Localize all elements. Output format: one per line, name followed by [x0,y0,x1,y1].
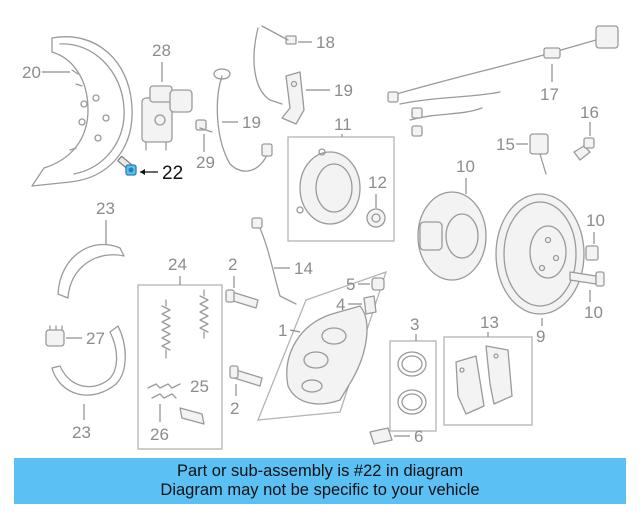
callout-7: 9 [536,327,545,346]
caliper-bolt-lower-part [229,365,263,387]
hold-down-spring-part [147,383,181,399]
bolt-29-part [195,119,213,133]
callout-26: 26 [150,425,169,444]
pad-wear-sensor-part [251,217,297,305]
callout-9: 10 [584,303,603,322]
caliper-bolt-upper-part [225,289,259,309]
caliper-group-box [256,270,388,421]
callout-13: 13 [480,313,499,332]
bolt-22-part[interactable] [117,156,137,176]
callout-6: 6 [414,427,423,446]
callout-16: 16 [580,103,599,122]
banner-line-1: Part or sub-assembly is #22 in diagram [176,462,464,480]
callout-3: 3 [410,315,419,334]
bolt-16-part [573,137,595,161]
callout-4: 4 [336,295,345,314]
callout-29: 29 [196,153,215,172]
callout-28: 28 [152,41,171,60]
brake-pads-part [455,345,513,415]
callout-8: 10 [586,211,605,230]
wheel-hub-part [417,191,487,281]
nut-12-part [366,208,386,228]
callout-12: 12 [368,173,387,192]
bleeder-cap-part [371,277,385,291]
pin-25-part [179,407,205,425]
callout-2-lower: 2 [230,399,239,418]
callout-19: 19 [334,81,353,100]
brake-bracket-part [281,71,305,125]
sensor-clip-part [369,427,393,445]
callout-21: 20 [22,63,41,82]
bolt-9-part [569,271,605,287]
brake-line-part [253,25,297,105]
callout-10: 10 [456,157,475,176]
return-spring-part [161,289,209,359]
callout-11: 11 [334,115,352,134]
callout-5: 5 [346,275,355,294]
parking-brake-shoe-lower-part [51,325,126,396]
dust-shield-part [31,36,133,187]
callout-23-upper: 23 [96,199,115,218]
callout-17: 17 [540,85,559,104]
seal-kit-box [389,340,437,432]
brake-rotor-part [495,193,585,315]
banner-line-2: Diagram may not be specific to your vehi… [160,481,480,499]
parking-brake-actuator-part [141,85,193,151]
speed-sensor-part [529,133,549,175]
bolt-8-part [585,245,599,261]
callout-14: 14 [294,259,313,278]
callout-24: 24 [168,255,187,274]
brake-hose-part [213,68,273,172]
callout-2-upper: 2 [228,255,237,274]
brake-caliper-part [286,305,368,405]
callout-20: 19 [242,113,261,132]
bearing-group-box [287,136,395,242]
wear-sensor-harness-part [387,25,619,137]
callout-27: 27 [86,329,105,348]
callout-23-lower: 23 [72,423,91,442]
part-info-banner: Part or sub-assembly is #22 in diagram D… [14,458,626,504]
callout-22: 22 [162,163,183,184]
callout-15: 15 [496,135,515,154]
piston-seals-part [397,351,427,415]
callout-25: 25 [190,377,209,396]
parking-brake-shoe-upper-part [57,243,125,299]
callout-1: 1 [278,321,287,340]
adjuster-part [45,325,65,347]
callout-18: 18 [316,33,335,52]
bleeder-screw-part [363,295,377,315]
wheel-bearing-part [296,148,361,225]
